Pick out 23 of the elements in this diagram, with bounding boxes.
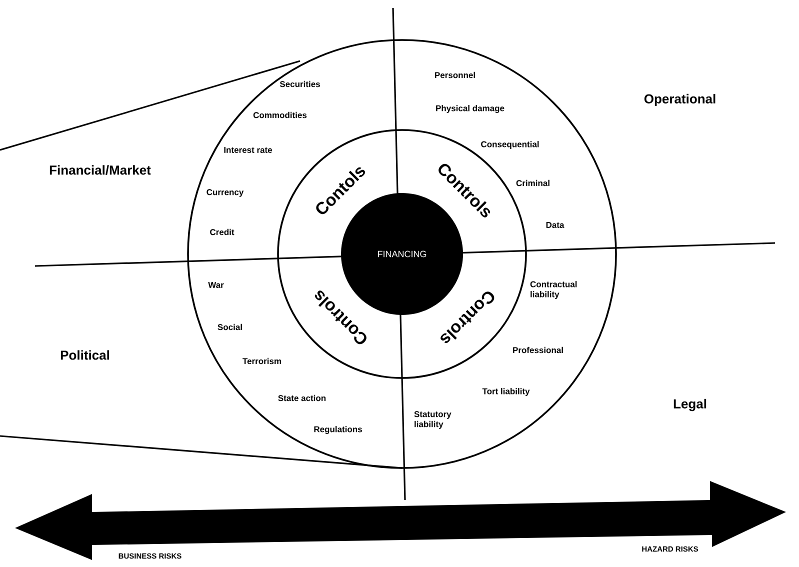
risk-label: Physical damage: [436, 105, 504, 113]
risk-label: Data: [546, 222, 564, 228]
risk-label: Regulations: [314, 426, 362, 434]
category-label: Financial/Market: [50, 165, 151, 175]
risk-label: War: [208, 282, 224, 288]
risk-label: Contractual liability: [530, 281, 577, 299]
risk-label: Consequential: [481, 141, 539, 149]
category-label: Operational: [644, 94, 716, 106]
risk-label: Currency: [206, 189, 244, 197]
risk-label: Personnel: [435, 72, 475, 78]
risk-label: Credit: [210, 228, 234, 236]
risk-label: Statutory liability: [414, 411, 452, 429]
risk-label: Commodities: [253, 112, 307, 118]
risk-label: Social: [218, 324, 242, 330]
risk-label: Securities: [280, 80, 320, 88]
risk-label: State action: [278, 394, 326, 402]
category-label: Political: [60, 350, 110, 360]
risk-label: Terrorism: [242, 358, 281, 364]
risk-label: Professional: [513, 346, 563, 354]
risk-label: Tort liability: [482, 388, 530, 396]
risk-label: Criminal: [516, 180, 550, 186]
risk-label: Interest rate: [224, 147, 272, 153]
category-label: Legal: [674, 398, 706, 412]
